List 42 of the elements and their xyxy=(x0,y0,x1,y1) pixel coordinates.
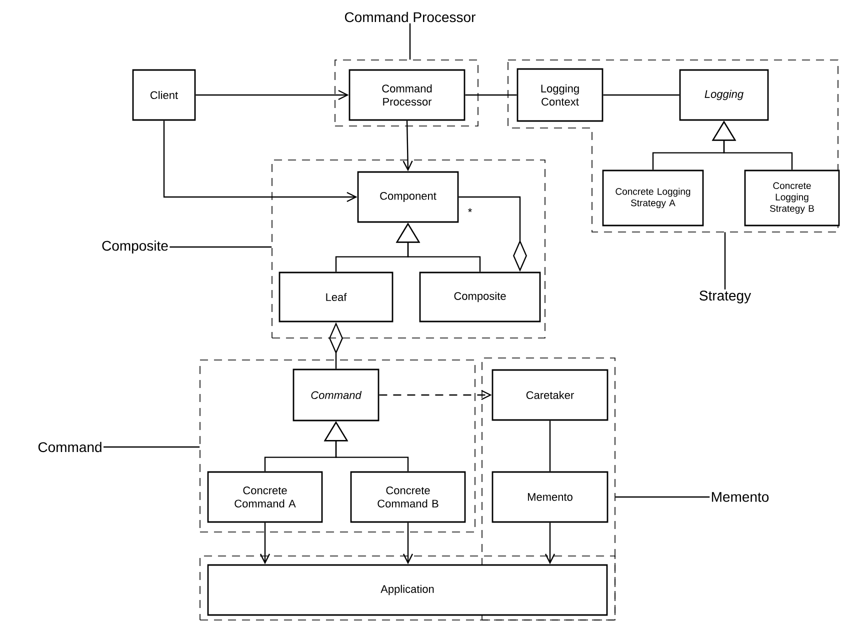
class-box: Concrete Logging Strategy B xyxy=(744,170,840,226)
class-box: Composite xyxy=(419,272,541,322)
connector xyxy=(603,94,680,96)
connector xyxy=(544,522,556,564)
class-box: Concrete Command A xyxy=(207,471,323,523)
pattern-region xyxy=(200,360,476,532)
class-box: Command xyxy=(292,368,380,422)
class-box: Logging Context xyxy=(516,68,604,122)
pattern-label: Command Processor xyxy=(344,12,476,22)
connector xyxy=(163,120,358,202)
leader-line xyxy=(615,496,710,498)
class-box: Logging xyxy=(679,69,769,121)
leader-line xyxy=(409,23,411,60)
pattern-label: Command xyxy=(38,442,102,452)
class-box: Leaf xyxy=(278,272,394,322)
pattern-label: Composite xyxy=(102,240,168,254)
connector xyxy=(549,420,551,472)
class-box: Caretaker xyxy=(492,369,608,421)
class-box: Memento xyxy=(492,471,608,523)
connector xyxy=(402,522,414,564)
pattern-label: Strategy xyxy=(700,290,752,304)
leader-line xyxy=(104,446,200,448)
pattern-region xyxy=(334,60,478,126)
class-box: Command Processor xyxy=(348,69,466,121)
multiplicity-label: * xyxy=(468,208,472,212)
class-box: Application xyxy=(207,564,608,616)
connector xyxy=(465,94,517,96)
pattern-region xyxy=(482,358,616,620)
pattern-region xyxy=(200,556,616,620)
connector xyxy=(402,120,413,172)
class-box: Component xyxy=(357,171,459,223)
connector xyxy=(196,90,349,100)
pattern-region xyxy=(272,160,546,338)
class-box: Concrete Command B xyxy=(350,471,466,523)
class-box: Client xyxy=(132,69,196,121)
connector xyxy=(260,522,270,564)
leader-line xyxy=(724,232,726,290)
pattern-label: Memento xyxy=(712,492,769,502)
pattern-region xyxy=(508,60,838,232)
connector xyxy=(379,390,492,400)
leader-line xyxy=(170,246,272,248)
class-box: Concrete Logging Strategy A xyxy=(602,170,704,226)
